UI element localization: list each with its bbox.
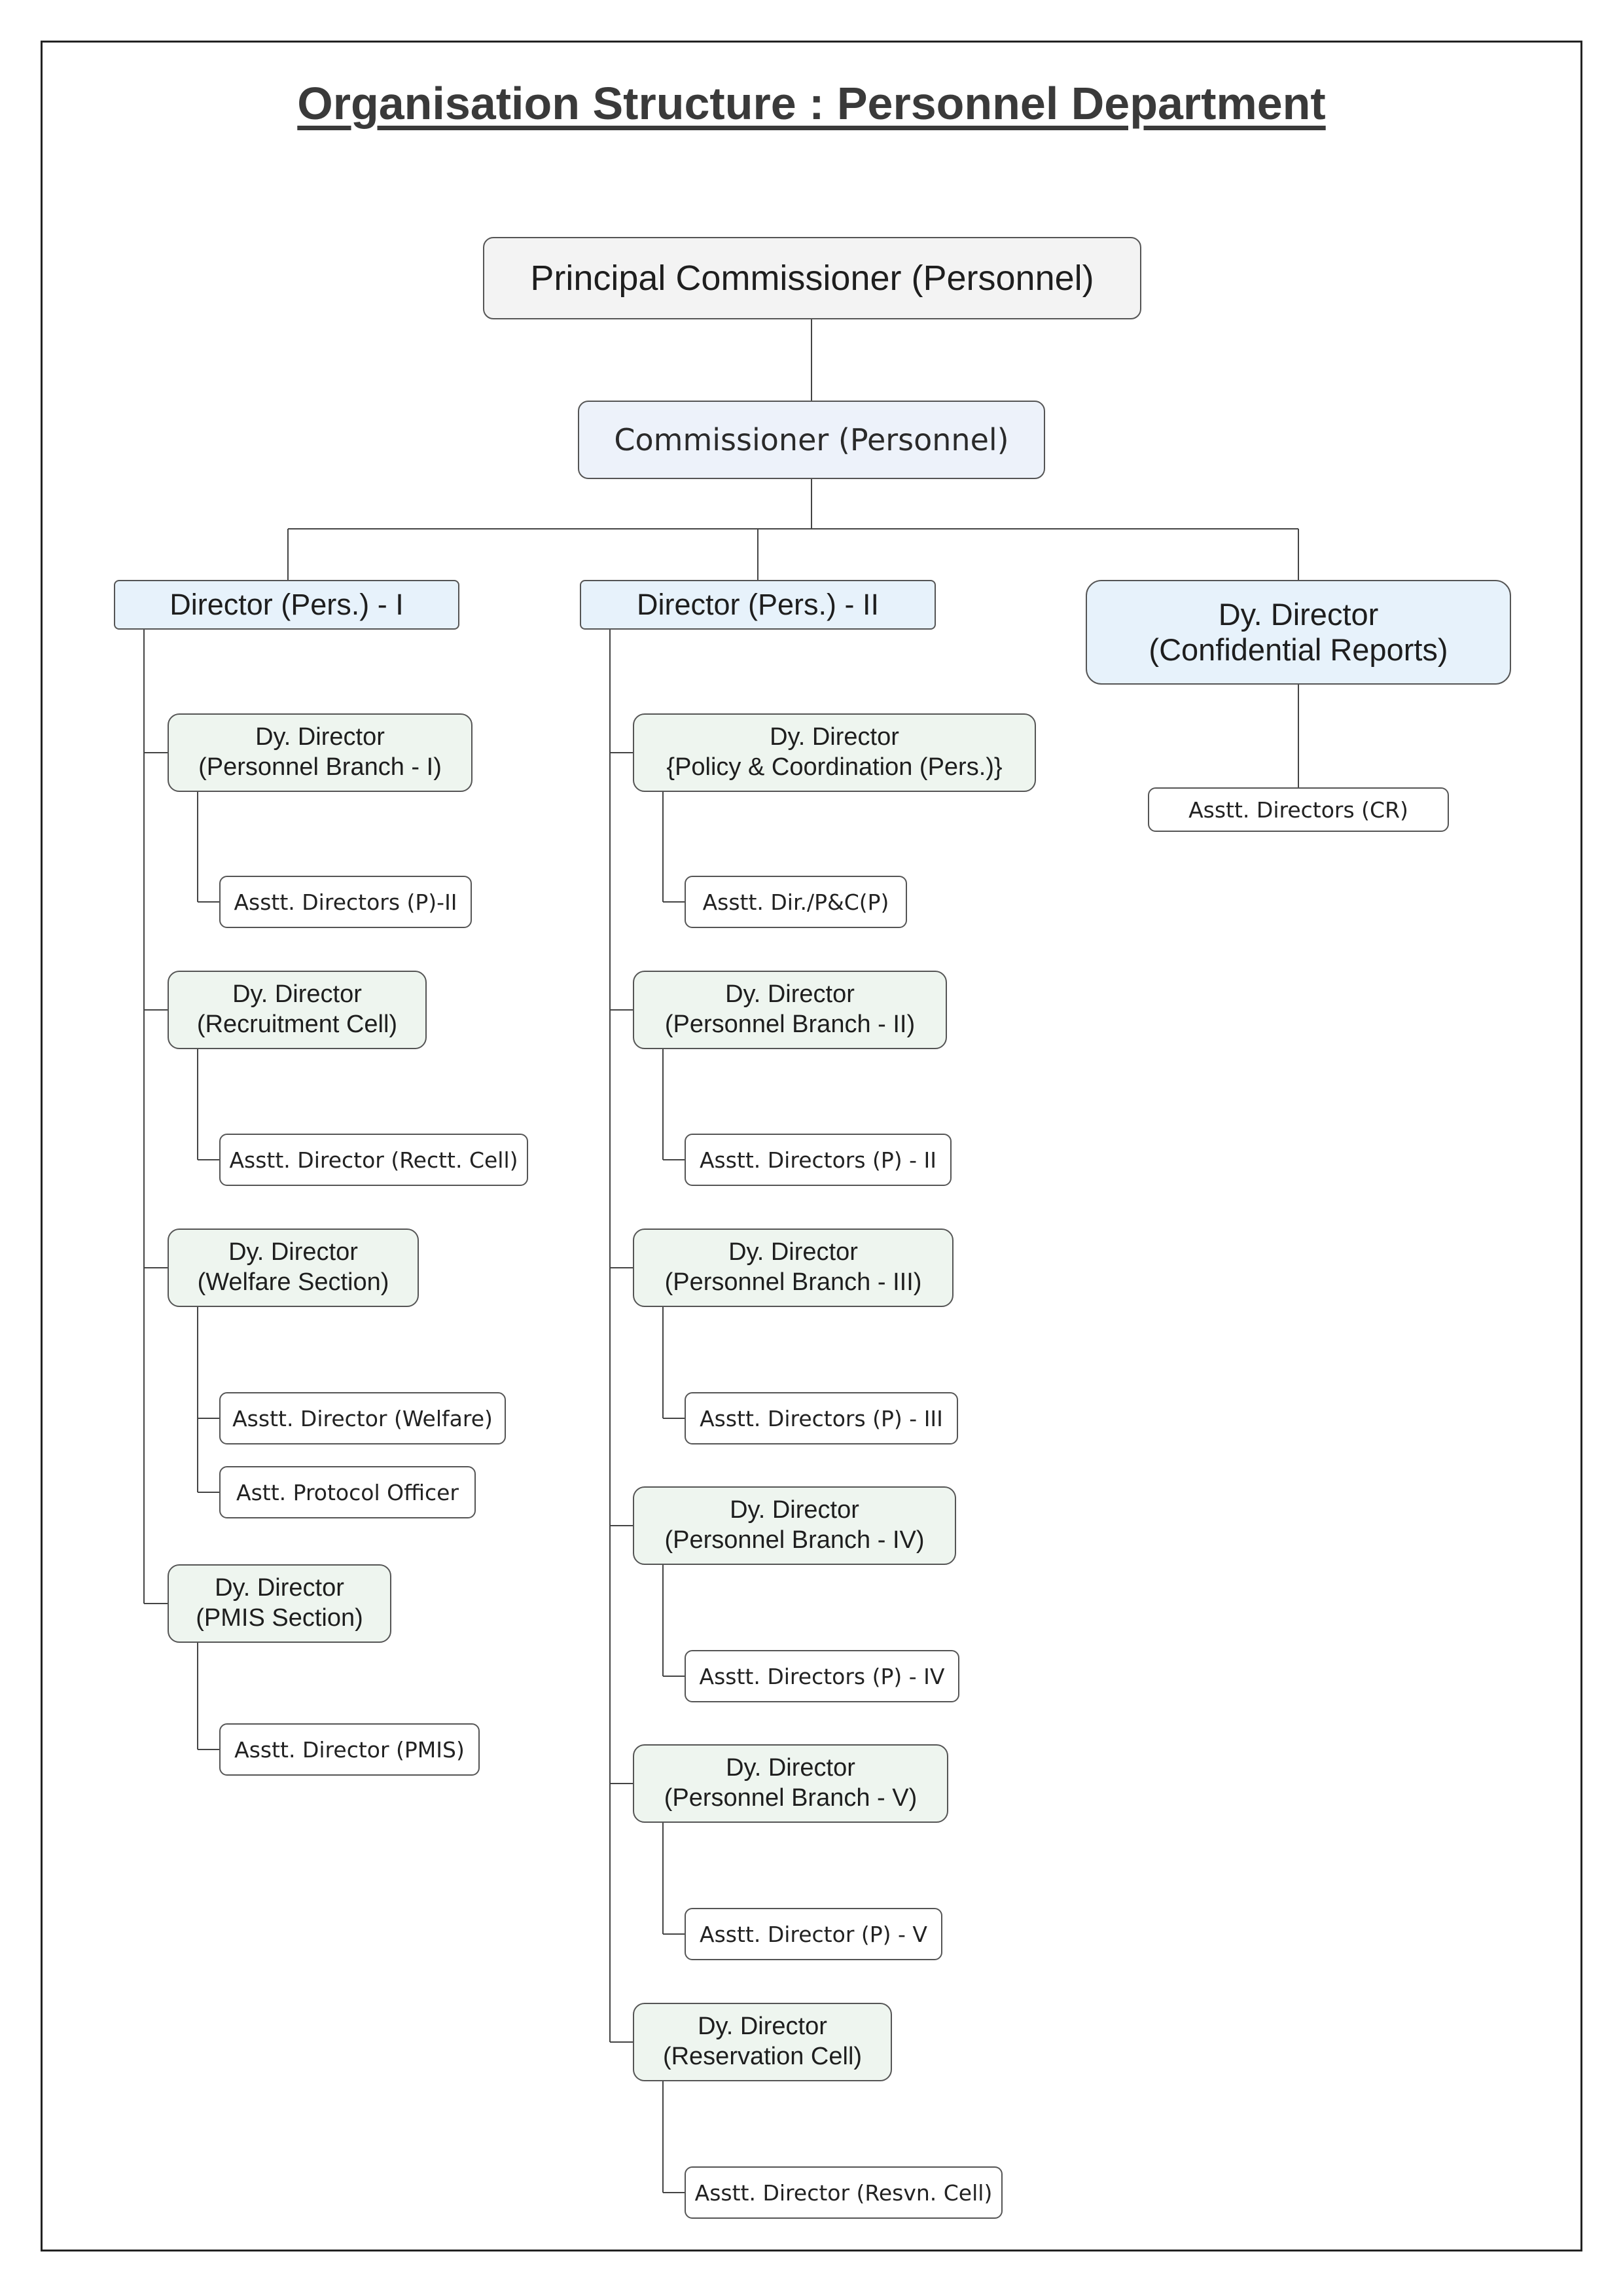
dy-director-cr-line1: Dy. Director — [1218, 596, 1379, 632]
dy-director-cr-line2: (Confidential Reports) — [1149, 632, 1448, 667]
assistant-label: Asstt. Director (PMIS) — [234, 1736, 465, 1763]
dy-line2: (Personnel Branch - I) — [198, 753, 442, 781]
assistant-cr-label: Asstt. Directors (CR) — [1188, 797, 1408, 823]
dy-line2: (PMIS Section) — [196, 1604, 363, 1632]
assistant-label: Asstt. Director (P) - V — [700, 1921, 927, 1947]
assistant-label: Astt. Protocol Officer — [236, 1479, 459, 1505]
assistant-box: Asstt. Dir./P&C(P) — [685, 876, 907, 928]
assistant-box: Asstt. Director (Welfare) — [219, 1392, 506, 1444]
dy-line1: Dy. Director — [255, 723, 385, 751]
dy-director-personnel-branch-5: Dy. Director (Personnel Branch - V) — [633, 1744, 948, 1823]
dy-line1: Dy. Director — [770, 723, 899, 751]
commissioner-label: Commissioner (Personnel) — [614, 422, 1009, 457]
director-1-label: Director (Pers.) - I — [169, 588, 404, 621]
assistant-box: Asstt. Directors (P)-II — [219, 876, 472, 928]
dy-line2: (Personnel Branch - II) — [664, 1011, 916, 1038]
dy-line2: {Policy & Coordination (Pers.)} — [666, 753, 1003, 781]
director-2-box: Director (Pers.) - II — [580, 580, 936, 630]
dy-line1: Dy. Director — [726, 1754, 855, 1782]
dy-director-personnel-branch-1: Dy. Director (Personnel Branch - I) — [168, 713, 473, 792]
assistant-label: Asstt. Directors (P) - IV — [699, 1663, 945, 1689]
assistant-label: Asstt. Director (Rectt. Cell) — [229, 1147, 518, 1173]
assistant-label: Asstt. Directors (P) - II — [699, 1147, 937, 1173]
assistant-box: Asstt. Directors (P) - III — [685, 1392, 958, 1444]
director-1-box: Director (Pers.) - I — [114, 580, 459, 630]
dy-line2: (Reservation Cell) — [662, 2043, 863, 2070]
assistant-box: Asstt. Director (P) - V — [685, 1908, 942, 1960]
dy-line1: Dy. Director — [228, 1238, 358, 1266]
dy-director-personnel-branch-2: Dy. Director (Personnel Branch - II) — [633, 971, 947, 1049]
dy-director-cr-box: Dy. Director (Confidential Reports) — [1086, 580, 1511, 685]
dy-line1: Dy. Director — [728, 1238, 858, 1266]
dy-line2: (Welfare Section) — [197, 1268, 389, 1296]
dy-line1: Dy. Director — [215, 1574, 344, 1602]
commissioner-box: Commissioner (Personnel) — [578, 401, 1045, 479]
dy-director-personnel-branch-4: Dy. Director (Personnel Branch - IV) — [633, 1486, 956, 1565]
assistant-box: Asstt. Director (Resvn. Cell) — [685, 2166, 1003, 2219]
assistant-label: Asstt. Directors (P) - III — [700, 1405, 943, 1431]
dy-line1: Dy. Director — [698, 2013, 827, 2041]
page-border — [41, 41, 1582, 2251]
dy-director-recruitment-cell: Dy. Director (Recruitment Cell) — [168, 971, 427, 1049]
assistant-box: Asstt. Director (PMIS) — [219, 1723, 480, 1776]
assistant-box: Asstt. Directors (P) - II — [685, 1134, 952, 1186]
assistant-label: Asstt. Director (Welfare) — [232, 1405, 493, 1431]
page-title: Organisation Structure : Personnel Depar… — [297, 78, 1326, 129]
assistant-box: Astt. Protocol Officer — [219, 1466, 476, 1518]
assistant-cr-box: Asstt. Directors (CR) — [1148, 787, 1449, 832]
dy-line2: (Recruitment Cell) — [196, 1011, 398, 1038]
dy-line1: Dy. Director — [232, 980, 362, 1009]
dy-line1: Dy. Director — [725, 980, 855, 1009]
dy-director-reservation-cell: Dy. Director (Reservation Cell) — [633, 2003, 892, 2081]
assistant-label: Asstt. Director (Resvn. Cell) — [694, 2179, 993, 2206]
assistant-box: Asstt. Director (Rectt. Cell) — [219, 1134, 528, 1186]
dy-line2: (Personnel Branch - III) — [664, 1268, 922, 1296]
director-2-label: Director (Pers.) - II — [636, 588, 880, 621]
assistant-box: Asstt. Directors (P) - IV — [685, 1650, 959, 1702]
dy-director-personnel-branch-3: Dy. Director (Personnel Branch - III) — [633, 1229, 954, 1307]
assistant-label: Asstt. Dir./P&C(P) — [702, 889, 889, 915]
dy-line2: (Personnel Branch - IV) — [664, 1526, 925, 1554]
dy-line1: Dy. Director — [730, 1496, 859, 1524]
principal-commissioner-label: Principal Commissioner (Personnel) — [530, 259, 1094, 298]
principal-commissioner-box: Principal Commissioner (Personnel) — [483, 237, 1141, 319]
assistant-label: Asstt. Directors (P)-II — [234, 889, 457, 915]
dy-director-welfare-section: Dy. Director (Welfare Section) — [168, 1229, 419, 1307]
dy-director-pmis-section: Dy. Director (PMIS Section) — [168, 1564, 391, 1643]
dy-director-policy-coordination: Dy. Director {Policy & Coordination (Per… — [633, 713, 1036, 792]
dy-line2: (Personnel Branch - V) — [664, 1784, 918, 1812]
